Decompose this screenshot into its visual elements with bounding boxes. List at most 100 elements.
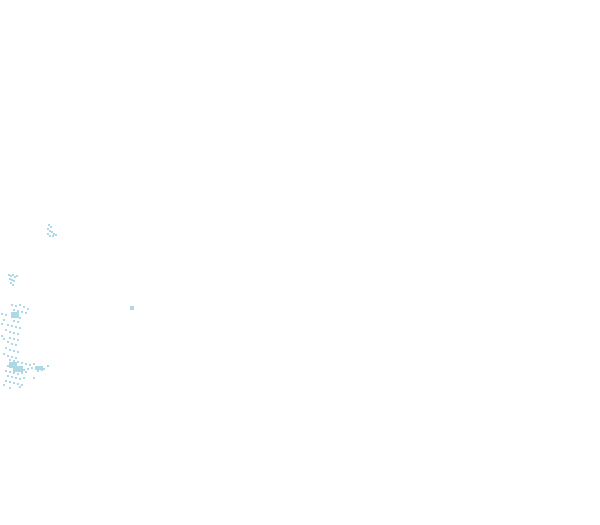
coverage-pixel <box>52 235 54 237</box>
coverage-pixel <box>130 306 134 310</box>
coverage-pixel <box>17 310 19 312</box>
coverage-pixel <box>13 320 15 322</box>
coverage-pixel <box>25 312 27 314</box>
coverage-pixel <box>12 284 14 286</box>
coverage-pixel <box>23 306 25 308</box>
coverage-pixel <box>17 339 19 341</box>
coverage-pixel <box>16 275 18 277</box>
coverage-pixel <box>19 304 21 306</box>
coverage-pixel <box>3 319 5 321</box>
coverage-pixel <box>47 365 49 367</box>
coverage-pixel <box>33 363 35 365</box>
coverage-pixel <box>50 226 52 228</box>
coverage-cluster-north <box>47 224 57 237</box>
coverage-pixel <box>1 313 3 315</box>
coverage-pixel <box>11 325 13 327</box>
coverage-pixel <box>25 363 27 365</box>
coverage-pixel <box>17 383 19 385</box>
coverage-pixel <box>3 338 5 340</box>
coverage-pixel <box>9 337 11 339</box>
coverage-pixel <box>13 360 15 362</box>
coverage-pixel <box>5 329 7 331</box>
coverage-pixel <box>19 317 21 319</box>
coverage-pixel <box>13 350 15 352</box>
coverage-pixel <box>3 353 5 355</box>
coverage-pixel <box>43 368 45 370</box>
coverage-pixel <box>47 233 49 235</box>
coverage-pixel <box>27 308 29 310</box>
coverage-pixel <box>8 274 10 276</box>
coverage-pixel <box>1 323 3 325</box>
coverage-pixel <box>55 234 57 236</box>
coverage-pixel <box>13 366 23 372</box>
coverage-pixel <box>27 368 29 370</box>
coverage-pixel <box>5 347 7 349</box>
coverage-pixel <box>7 355 9 357</box>
coverage-pixel <box>13 332 15 334</box>
coverage-pixel <box>13 280 15 282</box>
coverage-pixel <box>17 373 19 375</box>
coverage-pixel <box>7 341 9 343</box>
coverage-pixel <box>1 335 3 337</box>
coverage-pixel <box>21 372 23 374</box>
coverage-pixel <box>11 356 13 358</box>
coverage-pixel <box>17 361 19 363</box>
coverage-pixel <box>14 276 16 278</box>
coverage-pixel <box>47 228 49 230</box>
coverage-pixel <box>15 305 17 307</box>
coverage-pixel <box>10 282 12 284</box>
coverage-point-east <box>130 306 134 310</box>
coverage-pixel <box>11 376 13 378</box>
coverage-pixel <box>5 370 7 372</box>
coverage-pixel <box>35 366 43 370</box>
coverage-pixel <box>15 377 17 379</box>
coverage-pixel <box>49 230 51 232</box>
coverage-pixel <box>9 381 11 383</box>
coverage-pixel <box>51 231 53 233</box>
coverage-pixel <box>23 369 25 371</box>
coverage-pixel <box>9 359 11 361</box>
coverage-pixel <box>9 371 11 373</box>
coverage-pixel <box>15 326 17 328</box>
coverage-pixel <box>17 321 19 323</box>
coverage-pixel <box>9 362 17 368</box>
coverage-pixel <box>15 357 17 359</box>
coverage-pixel <box>11 304 13 306</box>
coverage-pixel <box>19 327 21 329</box>
coverage-pixel <box>49 235 51 237</box>
coverage-pixel <box>31 367 33 369</box>
coverage-pixel <box>12 274 14 276</box>
coverage-pixel <box>21 362 23 364</box>
coverage-pixel <box>3 384 5 386</box>
coverage-pixel <box>11 279 13 281</box>
coverage-pixel <box>11 343 13 345</box>
coverage-pixel <box>13 309 15 311</box>
coverage-pixel <box>13 338 15 340</box>
coverage-pixel <box>7 375 9 377</box>
coverage-pixel <box>9 387 11 389</box>
coverage-pixel <box>21 311 23 313</box>
coverage-pixel <box>9 349 11 351</box>
coverage-pixel <box>33 377 35 379</box>
coverage-pixel <box>10 275 12 277</box>
coverage-pixel <box>48 224 50 226</box>
coverage-pixel <box>7 324 9 326</box>
coverage-pixel <box>19 378 21 380</box>
coverage-pixel <box>9 278 11 280</box>
coverage-pixel <box>25 371 27 373</box>
coverage-pixel <box>53 233 55 235</box>
coverage-pixel <box>17 333 19 335</box>
coverage-pixel <box>11 312 19 318</box>
coverage-pixel <box>17 351 19 353</box>
coverage-pixel <box>13 382 15 384</box>
coverage-pixel <box>21 384 23 386</box>
coverage-pixel <box>23 377 25 379</box>
coverage-pixel <box>5 314 7 316</box>
coverage-pixel <box>5 380 7 382</box>
coverage-pixel <box>7 365 9 367</box>
coverage-pixel <box>15 344 17 346</box>
coverage-pixel <box>37 370 39 372</box>
coverage-pixel <box>29 364 31 366</box>
